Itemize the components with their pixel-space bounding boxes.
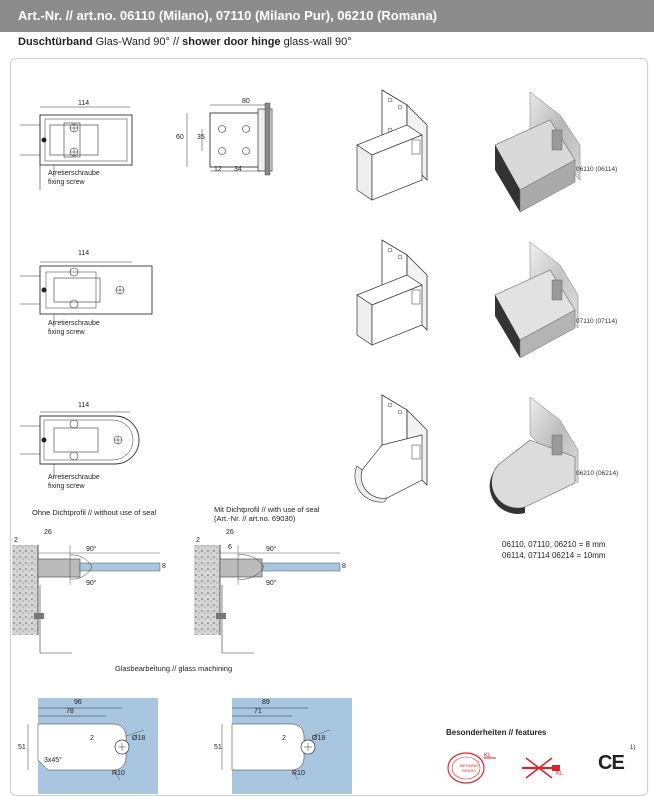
drawing3-label-de: Arretierschraube (48, 474, 100, 481)
machining-right-d1: 89 (262, 699, 270, 706)
machining-drawing-right (221, 698, 352, 794)
drawing2-width-dim: 114 (78, 250, 90, 257)
side-dim-35: 35 (197, 134, 205, 141)
ce-mark: CE (598, 752, 625, 774)
machining-left-d4: 2 (90, 735, 94, 742)
variant-code-1: 06110 (06114) (576, 166, 618, 173)
features-title: Besonderheiten // features (446, 728, 547, 737)
hinge-line-drawing-2 (356, 239, 428, 346)
brass-icon (447, 752, 496, 784)
subtitle-de-bold: Duschtürband (18, 36, 93, 48)
variant-code-3: 06210 (06214) (576, 470, 619, 477)
machining-left-d2: 78 (66, 708, 74, 715)
seal-with-dim-2: 2 (196, 537, 200, 544)
drawing2-label-en: fixing screw (48, 329, 85, 336)
seal-with-dim-26: 26 (226, 529, 234, 536)
hinge-photo-3 (489, 396, 579, 514)
seal-with-caption-1: Mit Dichtprofil // with use of seal (214, 505, 320, 514)
seal-without-caption: Ohne Dichtprofil // without use of seal (32, 508, 157, 517)
drawing2-label-de: Arretierschraube (48, 320, 100, 327)
screwdriver-icon (522, 757, 560, 779)
seal-with-dim-6: 6 (228, 544, 232, 551)
hinge-line-drawing-1 (356, 89, 428, 201)
technical-drawing-side (186, 102, 273, 176)
seal-dim-2: 2 (14, 537, 18, 544)
page-header: Art.-Nr. // art.no. 06110 (Milano), 0711… (0, 0, 654, 32)
page-subtitle: Duschtürband Glas-Wand 90° // shower doo… (18, 36, 352, 48)
drawing3-width-dim: 114 (78, 402, 90, 409)
side-dim-12: 12 (214, 166, 222, 173)
seal-angle-bottom: 90° (86, 580, 97, 587)
machining-left-d6: R10 (112, 770, 125, 777)
machining-right-d2: 71 (254, 708, 262, 715)
screwdriver-kl: KL (556, 771, 564, 777)
seal-with-dim-8: 8 (342, 563, 346, 570)
seal-angle-top: 90° (86, 546, 97, 553)
machining-left-d5: 3x45° (44, 757, 62, 764)
spec-line-1: 06110, 07110, 06210 = 8 mm (502, 540, 606, 549)
subtitle-en-bold: shower door hinge (182, 36, 281, 48)
seal-dim-26: 26 (44, 529, 52, 536)
machining-drawing-left (27, 698, 158, 794)
side-dim-34: 34 (234, 166, 242, 173)
machining-left-d1: 96 (74, 699, 82, 706)
technical-drawing-2 (20, 261, 153, 327)
ce-footnote: 1) (630, 745, 636, 751)
drawing1-label-de: Arretierschraube (48, 170, 100, 177)
side-dim-80: 80 (242, 98, 250, 105)
machining-right-d6: R10 (292, 770, 305, 777)
hinge-photo-1 (494, 91, 581, 213)
seal-with-caption-2: (Art.-Nr. // art.no. 69030) (214, 514, 296, 523)
subtitle-sep: // (169, 36, 183, 48)
variant-code-2: 07110 (07114) (576, 318, 618, 325)
subtitle-de-rest: Glas-Wand 90° (92, 36, 170, 48)
drawing3-label-en: fixing screw (48, 483, 85, 490)
side-dim-60: 60 (176, 134, 184, 141)
spec-line-2: 06114, 07114 06214 = 10mm (502, 551, 606, 560)
machining-right-d3: 51 (214, 744, 222, 751)
hinge-line-drawing-3 (354, 394, 428, 503)
machining-right-d7: Ø18 (312, 735, 326, 742)
hinge-photo-2 (494, 241, 579, 359)
machining-left-d7: Ø18 (132, 735, 146, 742)
subtitle-en-rest: glass-wall 90° (280, 36, 352, 48)
seal-dim-8: 8 (162, 563, 166, 570)
brass-kl: KL (484, 753, 492, 759)
seal-drawing-with (194, 545, 341, 654)
seal-with-angle-bottom: 90° (266, 580, 277, 587)
technical-drawing-1 (20, 106, 133, 190)
seal-drawing-without (12, 545, 161, 654)
brass-label: MESSING BRASS (459, 763, 479, 773)
machining-right-d4: 2 (282, 735, 286, 742)
seal-with-angle-top: 90° (266, 546, 277, 553)
technical-drawing-3 (20, 411, 140, 477)
drawing1-width-dim: 114 (78, 100, 90, 107)
page-title: Art.-Nr. // art.no. 06110 (Milano), 0711… (18, 8, 438, 23)
machining-title: Glasbearbeitung // glass machining (115, 664, 233, 673)
drawing1-label-en: fixing screw (48, 179, 85, 186)
machining-left-d3: 51 (18, 744, 26, 751)
